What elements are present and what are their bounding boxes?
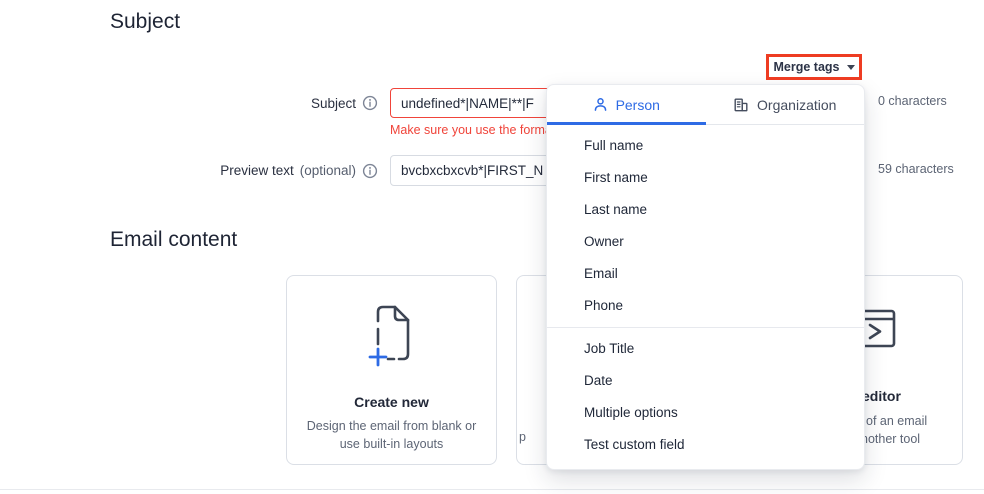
info-icon[interactable]	[362, 163, 378, 179]
subject-char-count: 0 characters	[878, 94, 947, 108]
preview-label-row: Preview text (optional)	[100, 155, 378, 186]
section-divider	[0, 489, 984, 490]
optional-label: (optional)	[299, 163, 356, 178]
preview-field-label: Preview text	[220, 163, 294, 178]
right-card-description-fragment: of an email	[866, 414, 928, 428]
menu-item-multiple-options[interactable]: Multiple options	[584, 405, 678, 420]
menu-item-full-name[interactable]: Full name	[584, 138, 644, 153]
info-icon[interactable]	[362, 95, 378, 111]
subject-field-label: Subject	[310, 95, 356, 111]
merge-tags-label: Merge tags	[773, 60, 840, 74]
preview-char-count: 59 characters	[878, 162, 954, 176]
menu-item-first-name[interactable]: First name	[584, 170, 648, 185]
menu-item-phone[interactable]: Phone	[584, 298, 624, 313]
subject-error-message: Make sure you use the forma	[390, 123, 552, 137]
organization-icon	[734, 98, 748, 111]
merge-tags-menu: Full name First name Last name Owner Ema…	[547, 125, 864, 469]
create-new-description: Design the email from blank or use built…	[306, 419, 477, 451]
merge-tags-tabbar: Person Organization	[547, 85, 864, 125]
tab-organization-label: Organization	[757, 96, 837, 113]
tab-person[interactable]: Person	[547, 85, 706, 125]
person-icon	[594, 98, 606, 111]
menu-divider	[547, 327, 864, 328]
create-new-card[interactable]: Create new Design the email from blank o…	[286, 275, 497, 465]
caret-down-icon	[846, 64, 855, 70]
menu-item-owner[interactable]: Owner	[584, 234, 624, 249]
menu-item-job-title[interactable]: Job Title	[584, 341, 635, 356]
right-card-description-fragment: nother tool	[861, 432, 921, 446]
subject-label-row: Subject	[100, 88, 378, 118]
merge-tags-dropdown-panel: Person Organization Full name First name…	[546, 84, 865, 470]
middle-card-text-fragment: p	[519, 430, 526, 444]
merge-tags-button[interactable]: Merge tags	[766, 54, 862, 80]
menu-item-email[interactable]: Email	[584, 266, 618, 281]
subject-section-title: Subject	[110, 10, 181, 33]
tab-organization[interactable]: Organization	[706, 85, 865, 124]
menu-item-last-name[interactable]: Last name	[584, 202, 648, 217]
menu-item-date[interactable]: Date	[584, 373, 613, 388]
create-new-title: Create new	[354, 394, 429, 410]
email-content-section-title: Email content	[110, 228, 238, 251]
menu-item-test-custom-field[interactable]: Test custom field	[584, 437, 685, 452]
new-document-icon	[368, 305, 409, 367]
right-card-title-fragment: editor	[862, 388, 901, 404]
tab-person-label: Person	[615, 96, 660, 113]
